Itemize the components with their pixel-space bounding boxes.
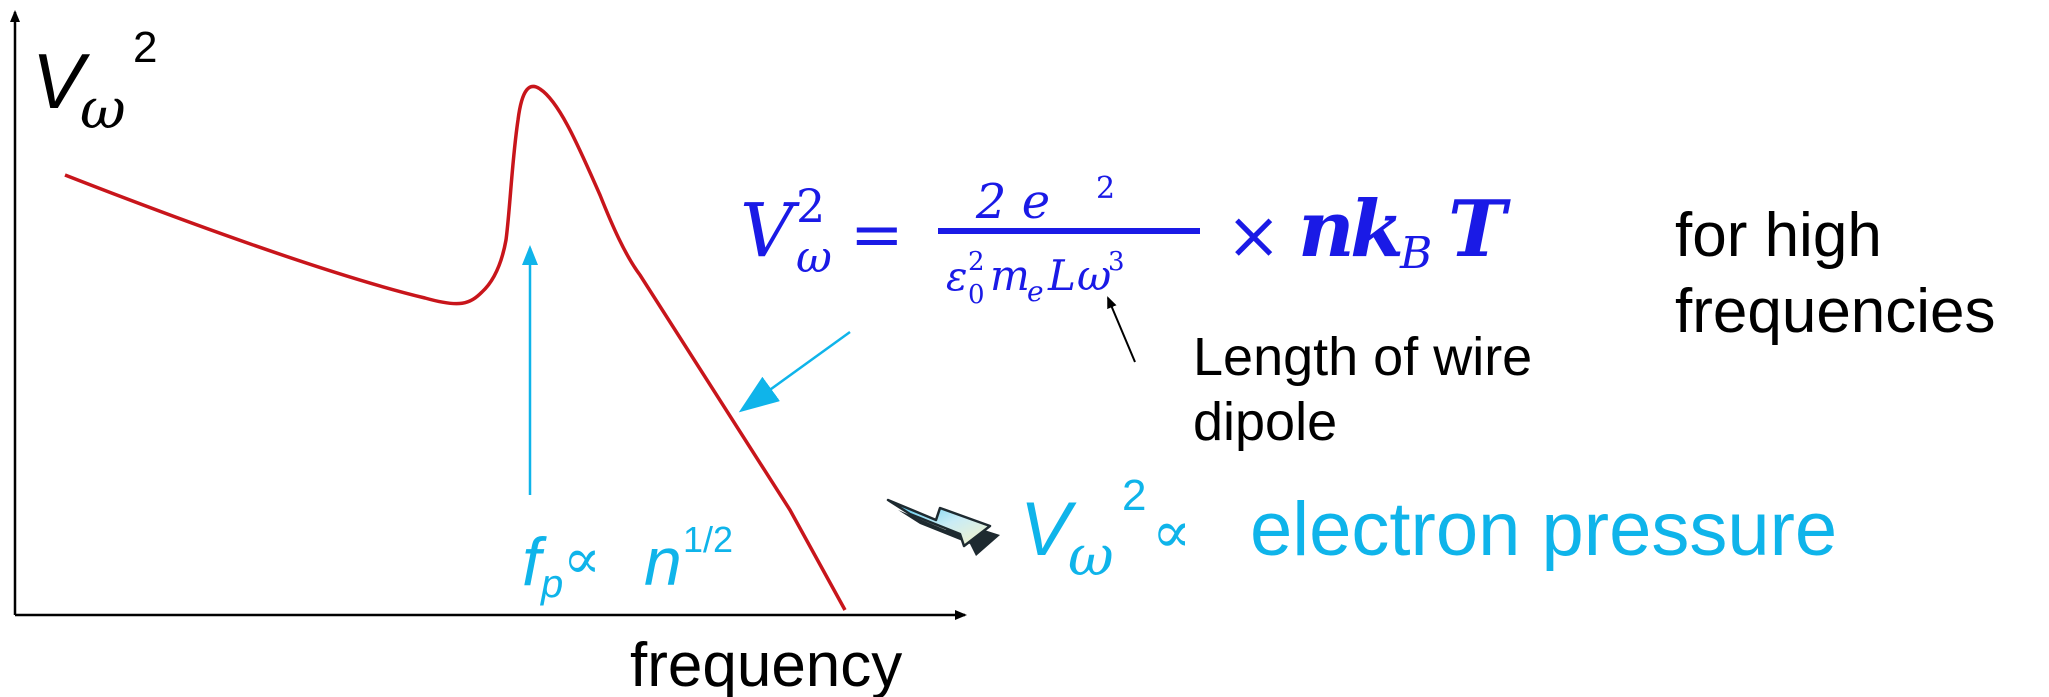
noise-formula: V 2 ω = 2 e 2 ε 2 0 m e L ω 3 × n k B T — [740, 171, 1511, 310]
formula-numerator-exponent: 2 — [1096, 171, 1115, 206]
formula-epsilon-subscript: 0 — [968, 280, 985, 310]
conclusion-exponent: 2 — [1122, 471, 1146, 520]
conclusion-proportional-sign: ∝ — [1152, 498, 1191, 566]
plasma-n: n — [644, 524, 682, 600]
length-note-line1: Length of wire — [1193, 327, 1532, 387]
formula-epsilon-exponent: 2 — [968, 247, 985, 277]
formula-k-subscript: B — [1399, 228, 1432, 279]
y-axis-label: V ω 2 — [32, 23, 157, 142]
y-label-omega: ω — [80, 77, 126, 142]
formula-L: L — [1047, 251, 1076, 300]
formula-k: k — [1350, 184, 1404, 275]
formula-T: T — [1448, 184, 1511, 275]
formula-omega-exponent: 3 — [1108, 247, 1125, 277]
formula-v-subscript: ω — [796, 232, 832, 283]
spectrum-curve — [64, 84, 847, 611]
high-note-line2: frequencies — [1675, 277, 1996, 346]
conclusion-text: electron pressure — [1250, 487, 1837, 572]
formula-equals: = — [850, 198, 904, 272]
length-note-line2: dipole — [1193, 392, 1337, 452]
formula-numerator: 2 e — [975, 174, 1050, 230]
high-frequency-note: for high frequencies — [1675, 201, 1996, 346]
plasma-frequency-label: f p ∝ n 1/2 — [522, 519, 733, 606]
x-axis-label: frequency — [630, 631, 902, 697]
formula-times: × — [1226, 197, 1281, 274]
formula-n: n — [1298, 184, 1355, 275]
slope-pointer-arrow — [738, 330, 851, 413]
length-note: Length of wire dipole — [1193, 327, 1532, 452]
plasma-exponent: 1/2 — [683, 519, 733, 560]
conclusion-omega: ω — [1068, 524, 1114, 589]
plasma-p-subscript: p — [540, 562, 563, 606]
length-pointer-arrow — [1107, 296, 1136, 363]
fraction-bar — [938, 228, 1200, 234]
conclusion-v: V — [1020, 487, 1077, 572]
y-label-v: V — [32, 37, 91, 125]
formula-v: V — [740, 188, 800, 274]
formula-epsilon: ε — [946, 254, 967, 300]
high-note-line1: for high — [1675, 201, 1882, 270]
conclusion-statement: V ω 2 ∝ electron pressure — [1020, 471, 1837, 589]
formula-m-subscript: e — [1027, 275, 1044, 308]
formula-v-exponent: 2 — [796, 179, 825, 233]
y-label-exponent: 2 — [133, 23, 157, 72]
formula-m: m — [990, 251, 1030, 300]
implication-arrow-icon — [886, 498, 1000, 556]
formula-omega: ω — [1077, 251, 1111, 300]
plasma-proportional-sign: ∝ — [563, 527, 601, 592]
